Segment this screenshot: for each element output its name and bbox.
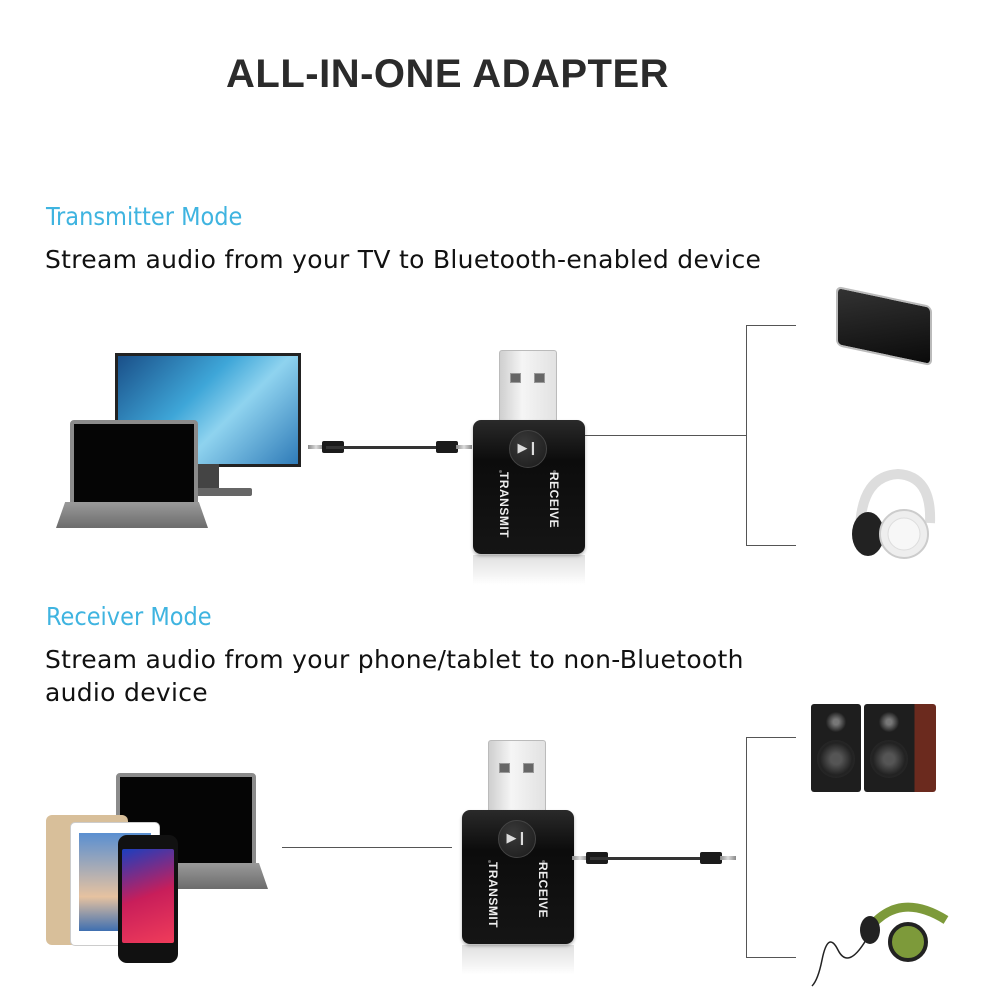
laptop-image — [70, 420, 198, 506]
receiver-description-line1: Stream audio from your phone/tablet to n… — [45, 645, 744, 674]
branch-line — [746, 325, 747, 545]
usb-plug — [499, 350, 557, 431]
play-pause-icon: ▶❙ — [498, 820, 536, 858]
monitor-base — [182, 488, 252, 496]
branch-bottom — [746, 545, 796, 546]
branch-top — [746, 325, 796, 326]
bluetooth-speaker-image — [836, 285, 932, 367]
bookshelf-speaker-left — [811, 704, 861, 792]
branch-line — [746, 737, 747, 957]
branch-bottom — [746, 957, 796, 958]
branch-top — [746, 737, 796, 738]
receiver-mode-heading: Receiver Mode — [46, 602, 212, 631]
connector-line — [585, 435, 747, 436]
transmit-label: TRANSMIT — [497, 472, 511, 538]
transmitter-description: Stream audio from your TV to Bluetooth-e… — [45, 245, 762, 274]
transmitter-mode-heading: Transmitter Mode — [46, 202, 243, 231]
aux-cable — [572, 852, 736, 864]
receive-label: RECEIVE — [547, 472, 561, 529]
receiver-description-line2: audio device — [45, 678, 208, 707]
page-title: ALL-IN-ONE ADAPTER — [226, 52, 670, 96]
bluetooth-adapter: ▶❙ TRANSMIT RECEIVE — [462, 740, 574, 975]
phone-image — [118, 835, 178, 963]
connector-line — [282, 847, 452, 848]
bluetooth-adapter: ▶❙ TRANSMIT RECEIVE — [473, 350, 585, 585]
wireless-headphones-image — [842, 468, 938, 560]
bookshelf-speaker-right — [864, 704, 936, 792]
play-pause-icon: ▶❙ — [509, 430, 547, 468]
wired-headphones-image — [808, 890, 958, 990]
receive-label: RECEIVE — [536, 862, 550, 919]
transmit-label: TRANSMIT — [486, 862, 500, 928]
monitor-stand — [197, 464, 219, 490]
aux-cable — [308, 441, 472, 453]
laptop-keyboard — [56, 502, 208, 528]
